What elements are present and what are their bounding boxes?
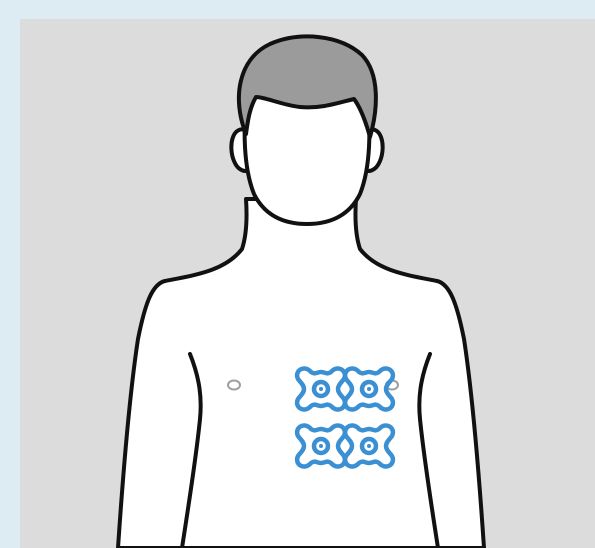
- illustration-panel: [20, 19, 595, 548]
- torso-illustration: [20, 19, 595, 548]
